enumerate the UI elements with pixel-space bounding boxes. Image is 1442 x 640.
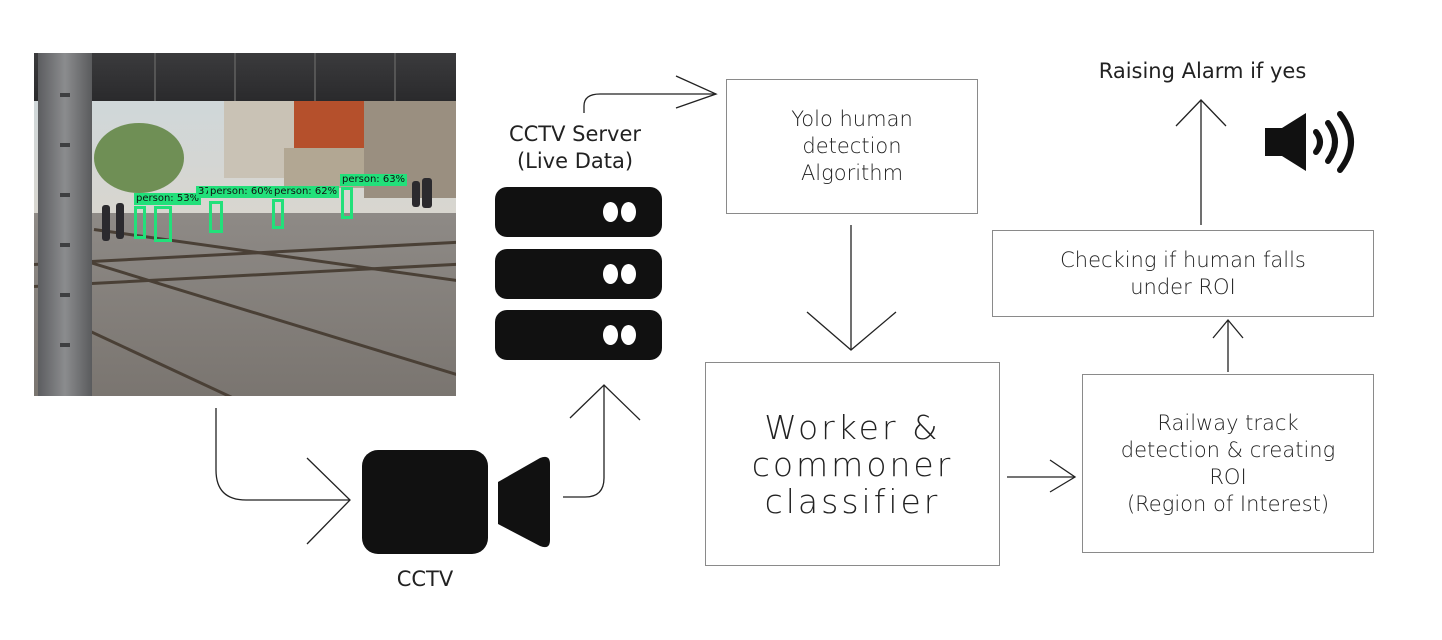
speaker-icon: [1265, 111, 1354, 173]
cctv-frame-image: person: 53% 37 person: 60% person: 62% p…: [34, 53, 456, 396]
classifier-box: Worker & commoner classifier: [705, 362, 1000, 566]
roi-check-box: Checking if human falls under ROI: [992, 230, 1374, 317]
cctv-label: CCTV: [396, 567, 454, 591]
detection-box: [341, 187, 353, 219]
raising-alarm-label: Raising Alarm if yes: [1098, 59, 1307, 83]
detection-box: [154, 206, 172, 242]
building: [224, 93, 294, 178]
pillar: [38, 53, 92, 396]
yolo-detection-text: Yolo human detection Algorithm: [791, 107, 913, 185]
cctv-server-label: CCTV Server (Live Data): [508, 122, 642, 173]
classifier-text: Worker & commoner classifier: [751, 407, 954, 521]
platform-roof: [34, 53, 456, 101]
detection-box: [134, 206, 146, 239]
track-bed: [34, 213, 456, 396]
yolo-detection-box: Yolo human detection Algorithm: [726, 79, 978, 214]
roi-check-text: Checking if human falls under ROI: [1060, 247, 1306, 299]
camera-icon: [362, 450, 550, 554]
tree: [94, 123, 184, 193]
detection-label: person: 62%: [272, 186, 340, 198]
railway-roi-text: Railway track detection & creating ROI (…: [1120, 410, 1336, 516]
railway-roi-box: Railway track detection & creating ROI (…: [1082, 374, 1374, 553]
detection-label: person: 63%: [340, 174, 408, 186]
detection-label: person: 60%: [208, 186, 276, 198]
detection-label: person: 53%: [134, 193, 202, 205]
detection-box: [272, 199, 284, 229]
detection-box: [209, 201, 223, 233]
